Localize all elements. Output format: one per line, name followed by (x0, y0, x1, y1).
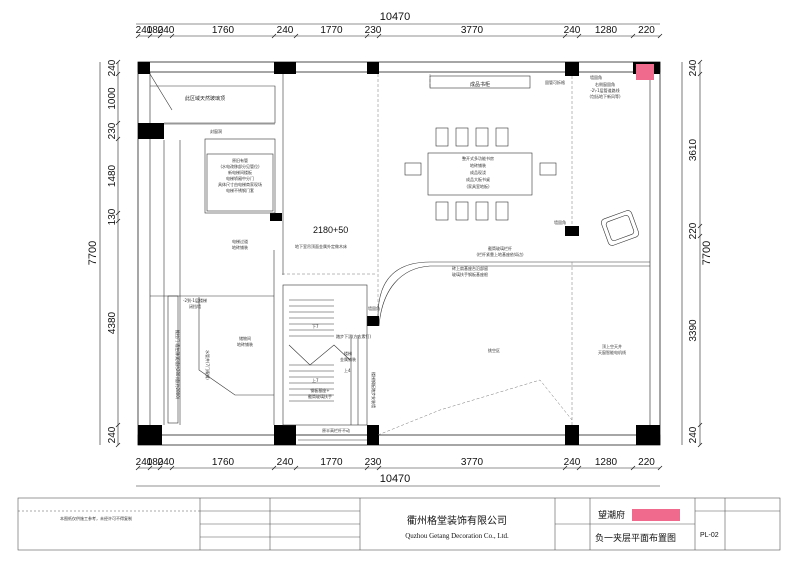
dimension-label: 3390 (688, 319, 699, 342)
label-bottom-rail: 原半高栏杆不动 (322, 427, 350, 433)
vertical-label: 水管井(7门精钢) (205, 350, 211, 380)
right-dimension-chain: 240 3610 220 3390 240 (688, 59, 703, 448)
dimension-label: 1280 (595, 457, 618, 468)
bottom-total-dimension: 10470 (380, 473, 411, 485)
title-block: 本图纸仅供施工参考，未经许可不得复制 衢州格堂装饰有限公司 Quzhou Get… (17, 497, 781, 551)
dimension-label: 240 (564, 25, 581, 36)
dimension-label: 220 (638, 457, 655, 468)
left-total-dimension: 7700 (87, 241, 99, 265)
left-dimension-chain: 240 1000 230 1480 130 4380 240 (107, 59, 121, 448)
dimension-label: 220 (638, 25, 655, 36)
dimension-label: 1000 (107, 87, 118, 110)
dimension-label: 1770 (320, 25, 343, 36)
multiline-labels: 原旧有管(水电改移部分见管位)新电梯间楼板电梯轿厢中分门具体尺寸由电梯商家现场电… (175, 81, 626, 400)
dimension-label: 240 (136, 25, 153, 36)
dimension-label: 240 (688, 426, 699, 443)
label-corner-a: 墙固角 (590, 74, 602, 80)
dimension-label: 4380 (107, 311, 118, 334)
dimension-label: 240 (158, 457, 175, 468)
dimension-label: 240 (564, 457, 581, 468)
dimension-label: 1760 (212, 457, 235, 468)
dimension-label: 240 (136, 457, 153, 468)
label-wall-niche: 封窗洞 (210, 128, 222, 134)
multiline-label: 电梯过道地砖铺装 (232, 238, 248, 250)
dimension-label: 220 (688, 222, 699, 239)
dimension-label: 180 (147, 457, 164, 468)
dimension-label: 1480 (107, 164, 118, 187)
dimension-label: 1770 (320, 457, 343, 468)
company-name: 衢州格堂装饰有限公司 (407, 514, 507, 527)
label-height-desc: 地下室吊顶面金属外定做木床 (295, 243, 347, 249)
dimension-label: 230 (107, 122, 118, 139)
title-block-note: 本图纸仅供施工参考，未经许可不得复制 (60, 515, 132, 521)
label-stair-up: 上7 (312, 377, 319, 383)
label-up-4: 上4 (344, 367, 351, 373)
multiline-label: 储物间地砖铺装 (237, 335, 253, 347)
dimension-label: 240 (688, 59, 699, 76)
label-stair-side: 楼梯钢板踏步安装墙 (371, 372, 377, 408)
drawing-number: PL-02 (700, 532, 719, 539)
dimension-label: 240 (277, 25, 294, 36)
multiline-label: 原旧有管(水电改移部分见管位)新电梯间楼板电梯轿厢中分门具体尺寸由电梯商家现场电… (218, 157, 262, 193)
label-top-left-room: 此区域天然玻璃顶 (185, 95, 225, 102)
dimension-label: 3770 (461, 457, 484, 468)
company-name-en: Quzhou Getang Decoration Co., Ltd. (405, 532, 509, 540)
outer-walls (137, 61, 661, 446)
dimension-label: 230 (365, 25, 382, 36)
label-bookcase: 成品书柜 (470, 81, 490, 88)
multiline-label: 整开式多功能书房地砖铺装成品现浇成品大板书桌(家具室地板) (462, 155, 494, 189)
multiline-label: -2到-1层楼梯闭挡墙 (183, 297, 207, 309)
redacted-block (632, 509, 680, 521)
dimension-label: 240 (107, 426, 118, 443)
dimension-label: 1280 (595, 25, 618, 36)
armchair (601, 210, 639, 246)
dining-table (404, 127, 557, 221)
dimension-label: 240 (107, 59, 118, 76)
drawing-name: 负一夹层平面布置图 (595, 532, 676, 544)
dimension-label: 180 (147, 25, 164, 36)
dimension-label: 1760 (212, 25, 235, 36)
dimension-label: 240 (277, 457, 294, 468)
dimension-label: 3770 (461, 25, 484, 36)
label-stair-mid: 踏步下沉(方志素钉) (336, 333, 372, 339)
multiline-label: 砖上扇基座台沿部留玻璃扶手钢板基座根 (452, 265, 488, 277)
label-void: 挑空区 (488, 347, 500, 353)
multiline-label: 截筒玻璃栏杆(栏杆紧靠上地基座依如边) (476, 245, 524, 257)
multiline-label: 右侧窗固角-2\-1层管道路线(包括地下新风等) (589, 81, 621, 99)
vertical-label: 推拉门 墙左侧(距墙约280)墙(约2800) (175, 330, 181, 400)
dimension-label: 230 (365, 457, 382, 468)
multiline-label: 楼梯金属铺装 (340, 350, 356, 362)
right-total-dimension: 7700 (701, 241, 713, 265)
dimension-label: 130 (107, 208, 118, 225)
label-stair-down: 下7 (312, 324, 319, 329)
project-name: 望潮府 (598, 509, 625, 521)
label-bay: 墙固角 (554, 219, 566, 225)
dimension-label: 3610 (688, 138, 699, 161)
label-height: 2180+50 (313, 225, 348, 235)
label-corner-c: 墙固角 (368, 305, 380, 311)
staircase (282, 284, 368, 441)
interior-partitions (149, 73, 650, 436)
multiline-label: 钢板基座+截筒玻璃扶手 (308, 387, 332, 399)
top-total-dimension: 10470 (380, 11, 411, 23)
multiline-label: 顶上空天井天窗智能电机线 (598, 343, 626, 355)
label-pipe: 固管可拆格 (545, 79, 565, 85)
dimension-label: 240 (158, 25, 175, 36)
